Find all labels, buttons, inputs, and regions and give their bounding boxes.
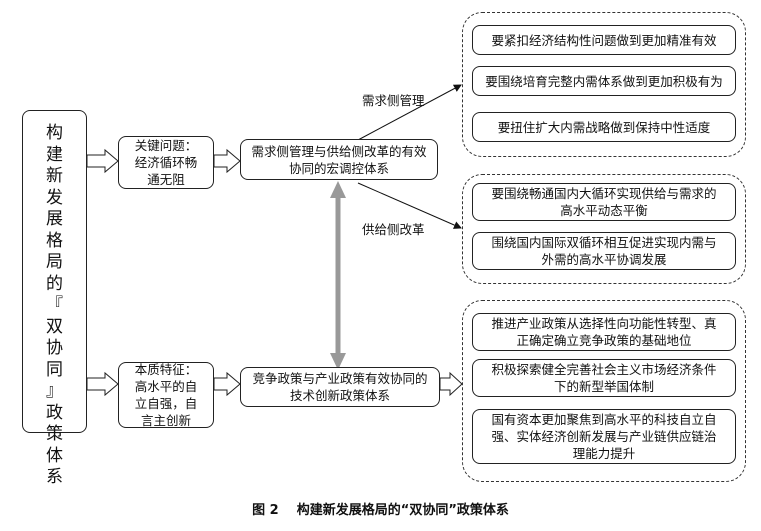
demand-item: 要紧扣经济结构性问题做到更加精准有效 [472,25,736,55]
text-line: 推进产业政策从选择性向功能性转型、真 [491,316,717,331]
macro-control-box: 需求侧管理与供给侧改革的有效协同的宏调控体系 [240,139,438,180]
main-title-char: 构 [46,123,63,143]
innovation-item-text: 积极探索健全完善社会主义市场经济条件下的新型举国体制 [491,361,716,395]
main-title-char: 建 [46,144,63,165]
demand-items-group [462,12,746,157]
main-title-char: 发 [46,187,63,208]
main-title-char: 展 [46,209,63,229]
text-line: 强、实体经济创新发展与产业链供应链治 [491,429,717,444]
main-title-char: 『 [46,295,63,315]
main-title-char: 新 [46,166,63,186]
supply-items-group [462,174,746,284]
text-line: 经济循环畅 [134,155,198,170]
text-line: 要扭住扩大内需战略做到保持中性适度 [497,119,711,135]
hollow-arrow-main-to-essence [86,371,119,397]
figure-caption: 图 2 构建新发展格局的“双协同”政策体系 [252,503,509,518]
text-line: 积极探索健全完善社会主义市场经济条件 [491,362,717,377]
innovation-items-group [462,300,746,482]
main-title-char: 策 [46,424,63,444]
essence-text: 本质特征： 高水平的自立自强，自言主创新 [135,361,198,429]
innovation-item-text: 国有资本更加聚焦到高水平的科技自立自强、实体经济创新发展与产业链供应链治理能力提… [491,411,716,462]
text-line: 高水平动态平衡 [560,203,648,218]
main-title-char: 体 [46,445,63,466]
main-title-char: 』 [46,381,63,401]
macro-control-text: 需求侧管理与供给侧改革的有效协同的宏调控体系 [251,143,426,177]
text-line: 需求侧管理与供给侧改革的有效 [251,143,427,159]
arrow-supply-side [357,182,462,229]
innovation-item: 推进产业政策从选择性向功能性转型、真正确定确立竞争政策的基础地位 [472,313,736,351]
grey-arrowhead-up [330,181,346,198]
text-line: 要紧扣经济结构性问题做到更加精准有效 [491,32,717,48]
text-line: 立自强，自 [134,396,198,411]
supply-side-label: 供给侧改革 [362,222,425,237]
main-title-box: 构建新发展格局的『双协同』政策体系 [22,110,87,487]
main-title-text: 构建新发展格局的『双协同』政策体系 [23,123,86,489]
innovation-item-text: 推进产业政策从选择性向功能性转型、真正确定确立竞争政策的基础地位 [491,315,716,349]
competition-policy-text: 竞争政策与产业政策有效协同的技术创新政策体系 [252,370,427,404]
innovation-item: 积极探索健全完善社会主义市场经济条件下的新型举国体制 [472,359,736,397]
text-line: 本质特征： [134,362,198,377]
main-title-char: 同 [46,359,63,380]
key-issue-text: 关键问题： 经济循环畅通无阻 [135,137,198,188]
text-line: 高水平的自 [134,379,198,394]
text-line: 国有资本更加聚焦到高水平的科技自立自 [491,412,717,427]
text-line: 要围绕畅通国内大循环实现供给与需求的 [491,186,717,201]
main-title-char: 局 [46,252,63,272]
text-line: 协同的宏调控体系 [288,160,389,176]
main-title-char: 格 [46,230,63,251]
supply-item: 要围绕畅通国内大循环实现供给与需求的高水平动态平衡 [472,183,736,221]
text-line: 围绕国内国际双循环相互促进实现内需与 [491,235,717,250]
demand-item-text: 要紧扣经济结构性问题做到更加精准有效 [491,32,716,49]
demand-side-label: 需求侧管理 [362,93,425,108]
essence-box: 本质特征： 高水平的自立自强，自言主创新 [118,362,214,428]
supply-item-text: 围绕国内国际双循环相互促进实现内需与外需的高水平协调发展 [491,234,716,268]
supply-item-text: 要围绕畅通国内大循环实现供给与需求的高水平动态平衡 [491,185,716,219]
key-issue-box: 关键问题： 经济循环畅通无阻 [118,136,214,189]
main-title-char: 的 [46,273,63,294]
main-title-char: 双 [46,316,63,337]
text-line: 关键问题： [134,138,198,153]
demand-item: 要扭住扩大内需战略做到保持中性适度 [472,112,736,142]
demand-item: 要围绕培育完整内需体系做到更加积极有为 [472,66,736,96]
text-line: 言主创新 [140,413,191,428]
competition-policy-box: 竞争政策与产业政策有效协同的技术创新政策体系 [240,367,440,407]
arrow-demand-side [357,84,462,141]
text-line: 正确定确立竞争政策的基础地位 [516,333,692,348]
grey-arrowhead-down [330,353,346,370]
hollow-arrow-competition-to-innovation [439,371,463,397]
text-line: 技术创新政策体系 [289,388,390,403]
text-line: 下的新型举国体制 [553,379,654,394]
main-title-char: 政 [46,402,63,423]
innovation-item: 国有资本更加聚焦到高水平的科技自立自强、实体经济创新发展与产业链供应链治理能力提… [472,409,736,464]
hollow-arrow-keyissue-to-macro [213,148,241,174]
main-title-char: 系 [46,467,63,487]
text-line: 通无阻 [147,172,185,187]
text-line: 外需的高水平协调发展 [541,252,667,267]
text-line: 理能力提升 [572,446,636,461]
text-line: 竞争政策与产业政策有效协同的 [252,371,428,386]
main-title-char: 协 [46,338,63,358]
demand-item-text: 要围绕培育完整内需体系做到更加积极有为 [485,73,723,90]
hollow-arrow-essence-to-competition [213,371,241,397]
supply-item: 围绕国内国际双循环相互促进实现内需与外需的高水平协调发展 [472,232,736,270]
hollow-arrow-main-to-keyissue [86,148,119,174]
text-line: 要围绕培育完整内需体系做到更加积极有为 [485,73,723,89]
demand-item-text: 要扭住扩大内需战略做到保持中性适度 [498,119,711,136]
